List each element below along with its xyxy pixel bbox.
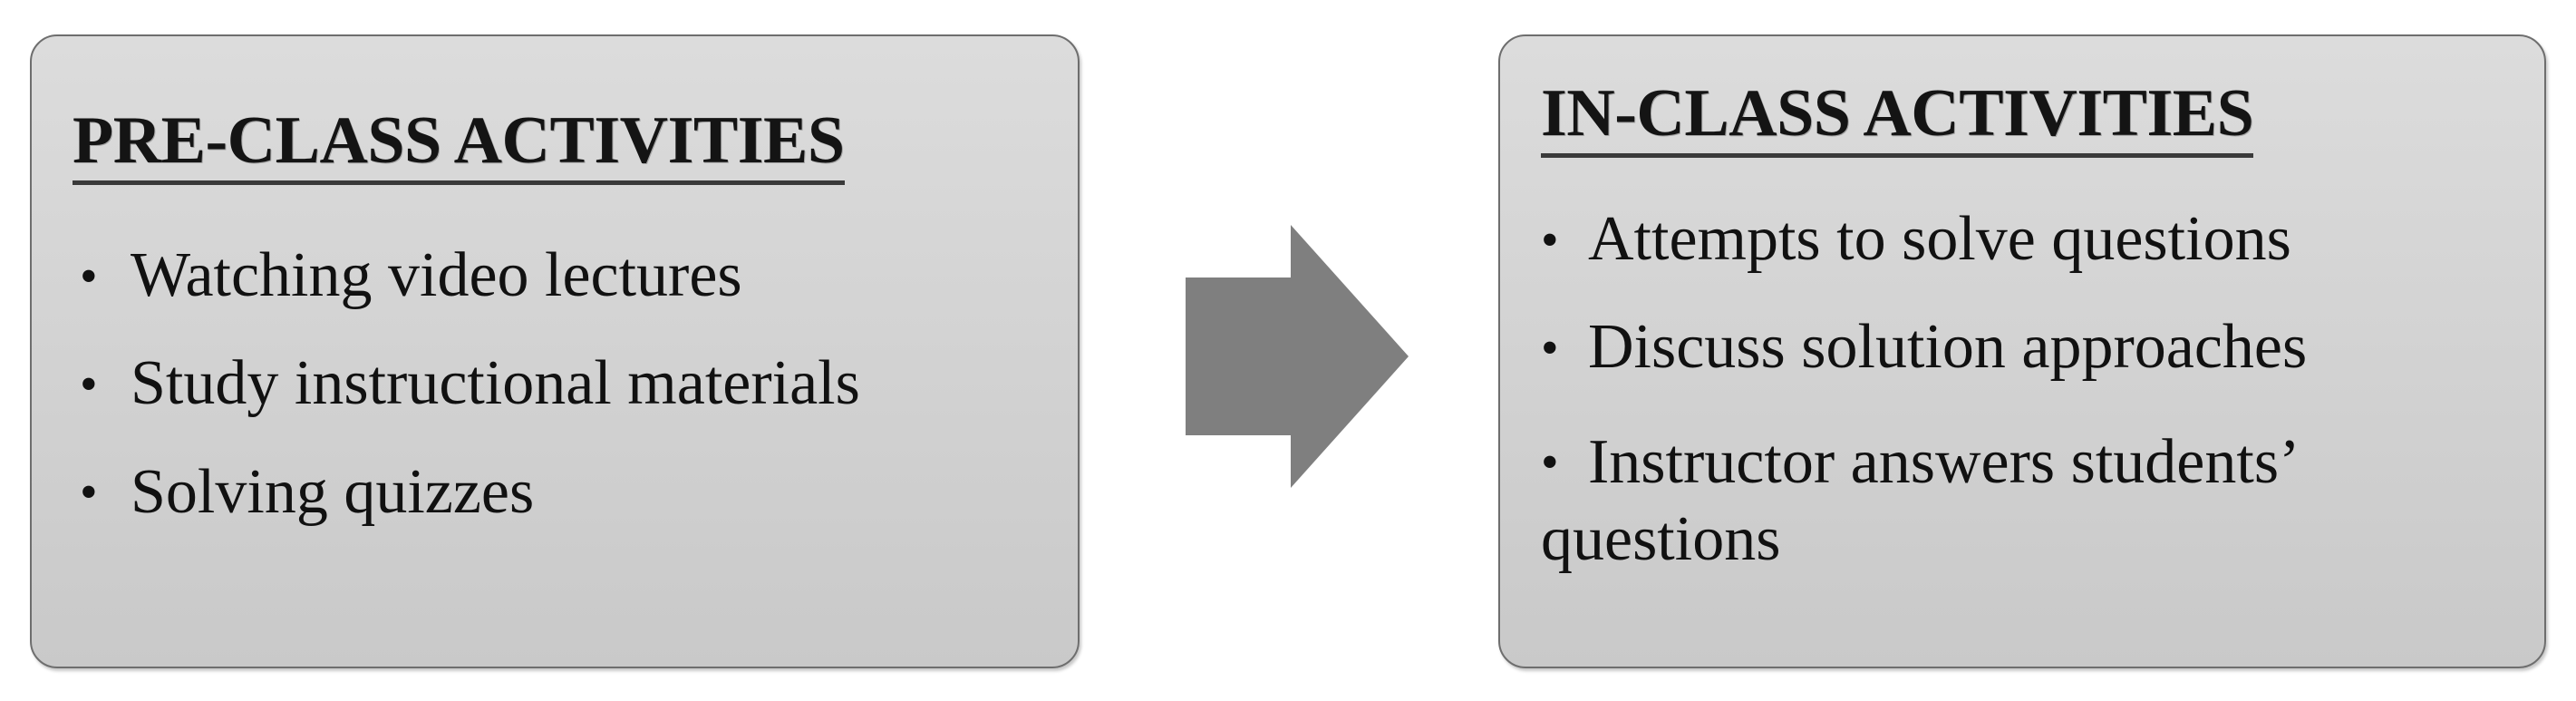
in-class-activities-box: IN-CLASS ACTIVITIES • Attempts to solve q… <box>1498 34 2546 668</box>
right-block-arrow-shape <box>1186 225 1409 488</box>
list-item: • Attempts to solve questions <box>1541 207 2524 271</box>
list-item-label: Instructor answers students’ questions <box>1541 426 2296 575</box>
pre-class-heading: PRE-CLASS ACTIVITIES <box>73 107 845 185</box>
list-item-label: Study instructional materials <box>131 348 860 419</box>
list-item: •Instructor answers students’ questions <box>1541 424 2524 579</box>
in-class-bullet-list: •Attempts to solve questions •Discuss so… <box>1541 207 2524 579</box>
in-class-box-content: IN-CLASS ACTIVITIES • Attempts to solve q… <box>1500 36 2544 667</box>
bullet-point-icon: • <box>1541 434 1559 492</box>
pre-class-bullet-list: •Watching video lectures •Study instruct… <box>73 243 1047 524</box>
bullet-point-icon: • <box>1541 211 1559 268</box>
list-item: •Discuss solution approaches <box>1541 315 2524 379</box>
bullet-point-icon: • <box>80 464 98 521</box>
in-class-heading-text: IN-CLASS ACTIVITIES <box>1541 80 2254 158</box>
list-item-label: Watching video lectures <box>131 240 742 310</box>
list-item: •Solving quizzes <box>73 460 1047 524</box>
bullet-point-icon: • <box>1541 320 1559 377</box>
pre-class-heading-text: PRE-CLASS ACTIVITIES <box>73 107 845 185</box>
bullet-point-icon: • <box>80 248 98 305</box>
list-item-label: Attempts to solve questions <box>1588 204 2291 274</box>
list-item-label: Solving quizzes <box>131 456 535 527</box>
pre-class-activities-box: PRE-CLASS ACTIVITIES • Watching video lec… <box>30 34 1080 668</box>
pre-class-box-content: PRE-CLASS ACTIVITIES • Watching video lec… <box>32 36 1078 667</box>
right-block-arrow-icon <box>1186 225 1409 488</box>
list-item: • Watching video lectures <box>73 243 1047 307</box>
list-item-label: Discuss solution approaches <box>1588 312 2308 383</box>
bullet-point-icon: • <box>80 356 98 414</box>
in-class-heading: IN-CLASS ACTIVITIES <box>1541 80 2254 158</box>
list-item: •Study instructional materials <box>73 351 1047 415</box>
